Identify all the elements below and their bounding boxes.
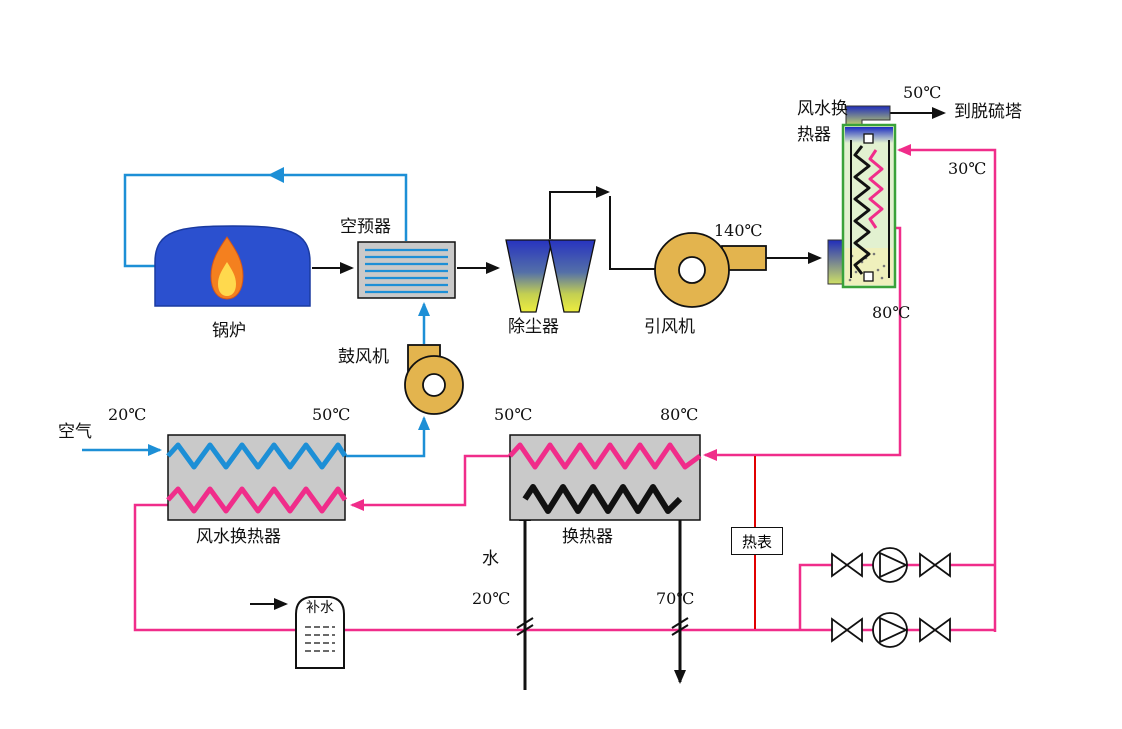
label-heat-exchanger: 换热器	[562, 527, 613, 547]
boiler	[154, 225, 311, 307]
unit-walls	[850, 140, 890, 278]
air-water-heat-exchanger-box	[166, 434, 348, 521]
valve-icon	[919, 552, 937, 578]
air-flow-arrow	[268, 167, 284, 183]
temp-hw-return: 30℃	[948, 159, 987, 178]
temp-hx-water-hot: 80℃	[660, 405, 699, 424]
temp-cold-water-in: 20℃	[472, 589, 511, 608]
pump-impeller	[879, 551, 909, 579]
air-coil-zigzag	[166, 442, 348, 470]
valve-icon	[933, 617, 951, 643]
label-dust-collector: 除尘器	[508, 317, 559, 337]
label-flue-hx-line2: 热器	[797, 125, 831, 145]
cold-water-zigzag	[522, 484, 683, 514]
label-flue-hx-line1: 风水换	[797, 99, 848, 119]
temp-air-cold: 20℃	[108, 405, 147, 424]
label-blower: 鼓风机	[338, 347, 389, 367]
flue-gas-heat-exchanger-unit	[827, 105, 897, 289]
pump-valve-assembly-upper	[831, 547, 951, 583]
temp-warm-water-out: 70℃	[656, 589, 695, 608]
temp-hx-water-in: 50℃	[494, 405, 533, 424]
blower-fan-icon	[404, 344, 464, 415]
label-heat-meter: 热表	[741, 532, 772, 551]
pump-valve-assembly-lower	[831, 612, 951, 648]
temp-hw-supply: 80℃	[872, 303, 911, 322]
label-boiler: 锅炉	[212, 321, 246, 341]
flue-inlet-duct	[827, 239, 845, 285]
flue-gas-pipes	[312, 107, 946, 274]
valve-icon	[919, 617, 937, 643]
valve-icon	[831, 552, 849, 578]
valve-icon	[845, 552, 863, 578]
water-level-lines	[305, 626, 335, 652]
label-air-water-hx: 风水换热器	[196, 527, 281, 547]
water-pipes	[250, 500, 689, 690]
valve-icon	[831, 617, 849, 643]
label-id-fan: 引风机	[644, 317, 695, 337]
valve-icon	[933, 552, 951, 578]
coil-header-top	[863, 133, 874, 144]
pipe-break-ticks	[516, 617, 689, 636]
gas-side-zigzag	[853, 145, 871, 275]
hot-side-zigzag	[508, 442, 702, 470]
air-pipes	[82, 167, 430, 458]
label-air-in: 空气	[58, 422, 92, 442]
temp-air-heated: 50℃	[312, 405, 351, 424]
water-coil-zigzag	[868, 149, 884, 229]
air-preheater	[357, 241, 456, 299]
hot-water-coil-zigzag	[166, 486, 348, 514]
label-makeup-water: 补水	[306, 600, 334, 616]
preheater-coil	[365, 248, 448, 294]
temp-flue-after-fan: 140℃	[714, 221, 763, 240]
label-air-preheater: 空预器	[340, 217, 391, 237]
coil-header-bottom	[863, 271, 874, 282]
makeup-water-tank	[295, 596, 345, 669]
heat-meter-box: 热表	[731, 527, 783, 555]
label-water: 水	[482, 549, 499, 569]
label-to-desulfurization: 到脱硫塔	[954, 102, 1022, 122]
induced-draft-fan-icon	[654, 232, 767, 308]
temp-stack-out: 50℃	[903, 83, 942, 102]
water-heat-exchanger-box	[508, 434, 702, 521]
pump-impeller	[879, 616, 909, 644]
dust-collector-icon	[505, 239, 596, 313]
valve-icon	[845, 617, 863, 643]
